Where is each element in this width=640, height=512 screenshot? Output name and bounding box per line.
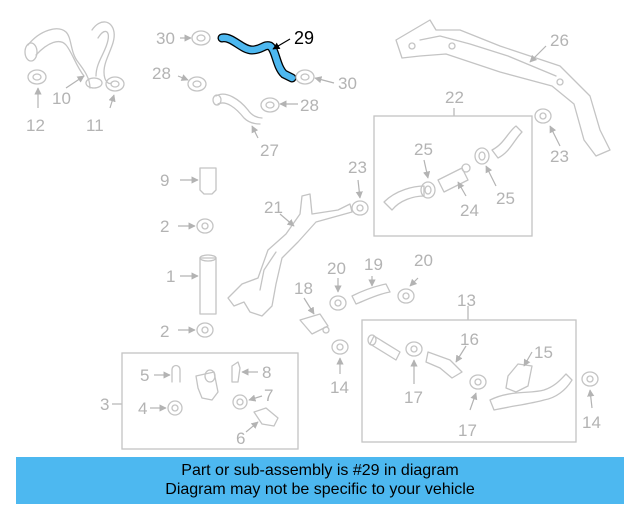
- caption-line-1: Part or sub-assembly is #29 in diagram: [181, 462, 459, 479]
- callout-20-a: 20: [327, 259, 346, 278]
- assembly-box-13: 13 17 16 17 15 14: [361, 291, 601, 443]
- callout-21: 21: [264, 198, 283, 217]
- callout-25-b: 25: [496, 189, 515, 208]
- callout-9: 9: [160, 171, 169, 190]
- caption-banner: Part or sub-assembly is #29 in diagram D…: [16, 457, 624, 504]
- callout-18: 18: [294, 279, 313, 298]
- callout-29: 29: [294, 28, 314, 48]
- parts-diagram: 12 10 11 29 30 30 28 28 27: [24, 19, 611, 450]
- assembly-box-22: 22 25 24 25 23: [348, 88, 533, 237]
- callout-8: 8: [262, 363, 271, 382]
- callout-17-b: 17: [458, 421, 477, 440]
- callout-5: 5: [140, 366, 149, 385]
- callout-15: 15: [534, 343, 553, 362]
- callout-17-a: 17: [404, 388, 423, 407]
- callout-26: 26: [550, 31, 569, 50]
- column-parts-9-2-1: 9 2 1 2: [160, 167, 217, 341]
- callout-14-b: 14: [582, 413, 601, 432]
- upper-radiator-hose-group: 12 10 11: [24, 21, 125, 135]
- callout-14-a: 14: [330, 378, 349, 397]
- callout-27: 27: [260, 141, 279, 160]
- callout-30-b: 30: [338, 74, 357, 93]
- callout-13: 13: [457, 291, 476, 310]
- callout-1: 1: [166, 267, 175, 286]
- callout-19: 19: [364, 255, 383, 274]
- callout-4: 4: [138, 399, 147, 418]
- clamps-30-28: 30 30 28 28 27: [152, 29, 357, 160]
- bracket-26: 26 23: [395, 19, 611, 166]
- callout-2-a: 2: [160, 217, 169, 236]
- callout-10: 10: [52, 89, 71, 108]
- assembly-box-3: 3 5 4 8 7 6: [100, 352, 299, 450]
- part-29-hose: 29: [217, 28, 314, 83]
- callout-25-a: 25: [414, 140, 433, 159]
- callout-30-a: 30: [156, 29, 175, 48]
- callout-23-a: 23: [348, 158, 367, 177]
- callout-24: 24: [460, 201, 479, 220]
- caption-line-2: Diagram may not be specific to your vehi…: [165, 481, 475, 498]
- callout-11: 11: [86, 116, 104, 135]
- callout-23-b: 23: [550, 147, 569, 166]
- middle-hoses-18-19-20: 20 19 20 18 14: [294, 251, 433, 397]
- callout-28-a: 28: [152, 64, 171, 83]
- callout-7: 7: [264, 386, 273, 405]
- callout-16: 16: [460, 330, 479, 349]
- callout-22: 22: [445, 88, 464, 107]
- callout-2-b: 2: [160, 322, 169, 341]
- callout-6: 6: [236, 429, 245, 448]
- callout-3: 3: [100, 395, 109, 414]
- callout-28-b: 28: [300, 96, 319, 115]
- callout-12: 12: [26, 116, 45, 135]
- callout-20-b: 20: [414, 251, 433, 270]
- pipe-21: 21: [227, 193, 353, 317]
